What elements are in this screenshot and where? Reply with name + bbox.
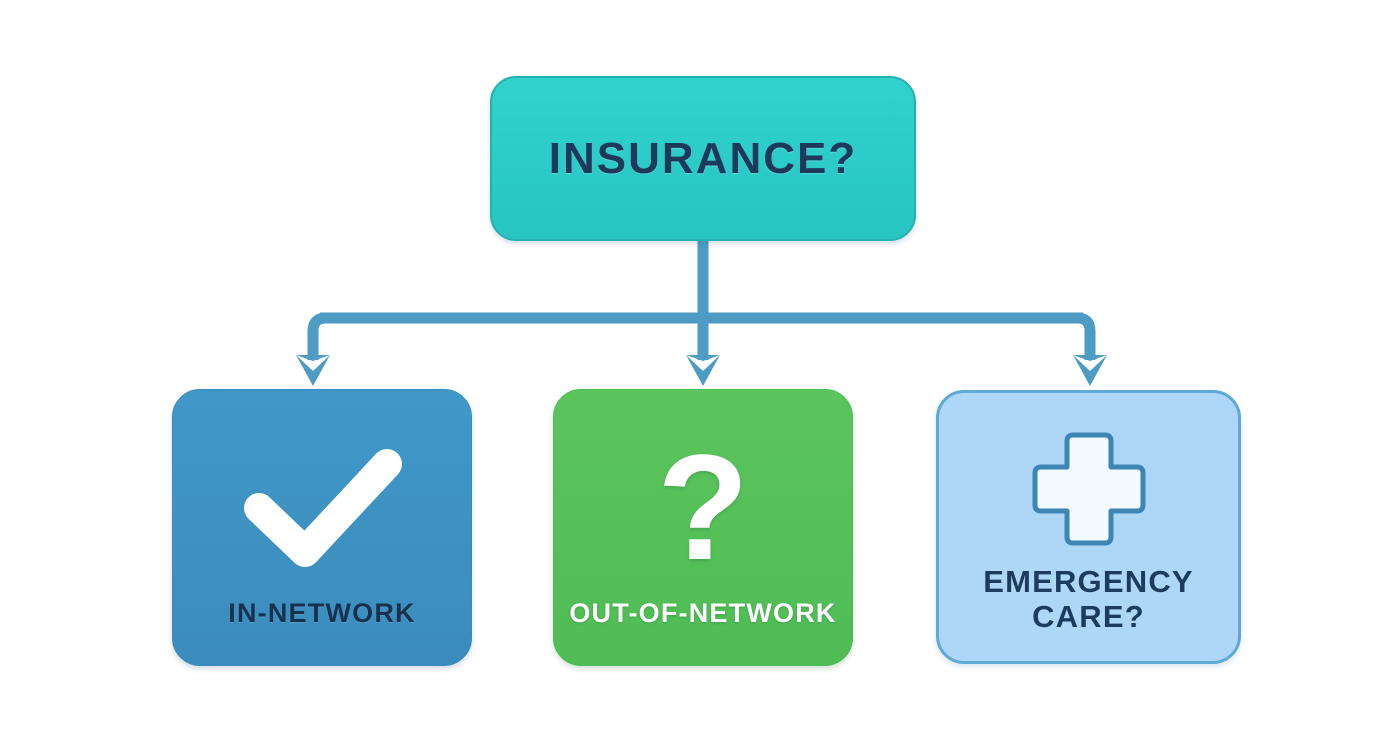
node-out-of-network-label: OUT-OF-NETWORK bbox=[569, 598, 837, 629]
node-emergency-care[interactable]: EMERGENCY CARE? bbox=[936, 390, 1241, 664]
connector-bus bbox=[307, 312, 327, 360]
checkmark-icon bbox=[237, 432, 407, 582]
connector-arrowheads bbox=[296, 355, 1107, 386]
node-emergency-care-label: EMERGENCY CARE? bbox=[983, 564, 1194, 634]
question-mark-icon: ? bbox=[657, 432, 749, 582]
arrowhead-out-of-network bbox=[686, 355, 720, 386]
question-mark-glyph: ? bbox=[657, 422, 749, 591]
connector-bus-right bbox=[1076, 312, 1096, 360]
arrowhead-emergency-care bbox=[1073, 355, 1107, 386]
arrowhead-in-network bbox=[296, 355, 330, 386]
medical-cross-icon bbox=[1029, 419, 1149, 559]
node-in-network[interactable]: IN-NETWORK bbox=[172, 389, 472, 666]
root-node-label: INSURANCE? bbox=[548, 133, 858, 183]
node-out-of-network[interactable]: ? OUT-OF-NETWORK bbox=[553, 389, 853, 666]
root-node-insurance[interactable]: INSURANCE? bbox=[490, 76, 916, 241]
node-in-network-label: IN-NETWORK bbox=[228, 598, 416, 629]
